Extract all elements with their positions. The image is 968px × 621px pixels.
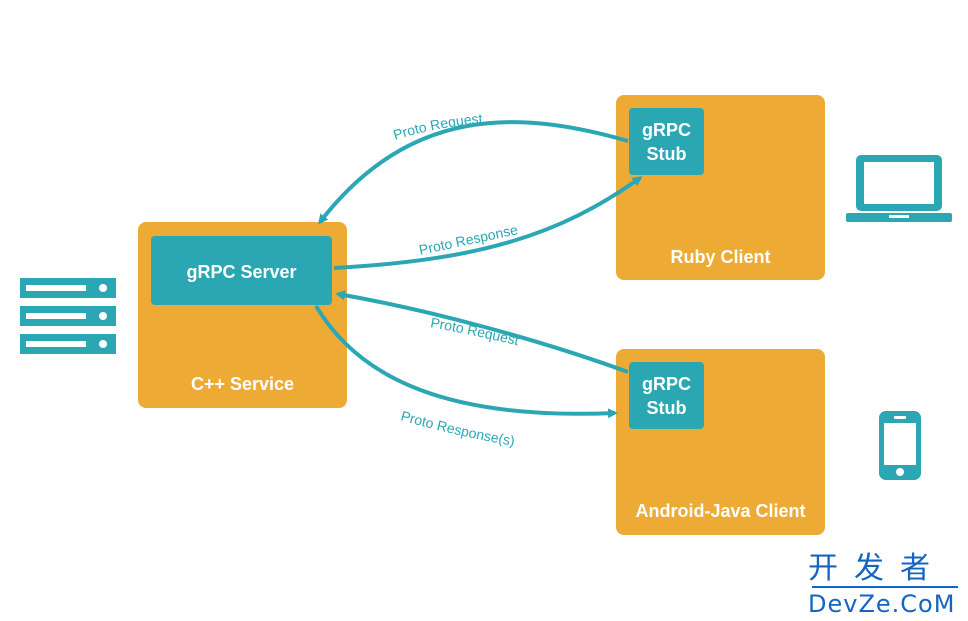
ruby-client-label: Ruby Client (670, 247, 771, 267)
watermark-latin: DevZe.CoM (808, 590, 956, 618)
cpp-service-box: gRPC Server C++ Service (138, 222, 347, 408)
arrow-ruby-response (333, 176, 643, 270)
arrow-android-response (314, 304, 618, 419)
grpc-server-label: gRPC Server (186, 262, 297, 282)
arrow-android-request (335, 290, 629, 374)
label-android-response: Proto Response(s) (399, 407, 516, 448)
android-client-label: Android-Java Client (635, 501, 806, 521)
cpp-service-label: C++ Service (190, 374, 295, 394)
ruby-client-box: gRPC Stub Ruby Client (616, 95, 825, 280)
ruby-grpc-stub: gRPC Stub (629, 108, 704, 175)
ruby-stub-line2: Stub (646, 144, 687, 164)
watermark: 开发者 DevZe.CoM (808, 552, 968, 618)
arrow-ruby-request (318, 120, 629, 225)
android-stub-line1: gRPC (642, 374, 691, 394)
svg-text:Proto Response(s): Proto Response(s) (399, 407, 516, 448)
label-ruby-request: Proto Request (391, 110, 483, 143)
android-grpc-stub: gRPC Stub (629, 362, 704, 429)
grpc-server: gRPC Server (151, 236, 332, 305)
label-android-request: Proto Request (429, 314, 520, 348)
android-client-box: gRPC Stub Android-Java Client (616, 349, 825, 535)
laptop-icon (846, 153, 952, 228)
svg-text:Proto Request: Proto Request (391, 110, 483, 143)
smartphone-icon (879, 411, 921, 485)
svg-text:Proto Request: Proto Request (429, 314, 520, 348)
watermark-divider (812, 586, 958, 588)
watermark-chinese: 开发者 (808, 551, 946, 586)
server-rack-icon (20, 278, 116, 359)
ruby-stub-line1: gRPC (642, 120, 691, 140)
android-stub-line2: Stub (646, 398, 687, 418)
